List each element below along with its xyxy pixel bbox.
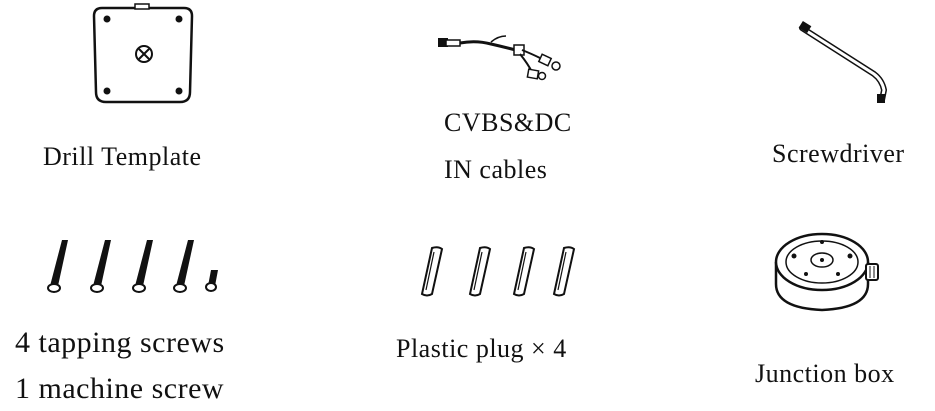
cvbs-dc-label-line2: IN cables xyxy=(444,155,548,184)
screwdriver-label: Screwdriver xyxy=(772,139,905,168)
screws-icon xyxy=(47,240,218,293)
machine-screw-icon xyxy=(205,270,218,292)
plastic-plug-label: Plastic plug × 4 xyxy=(396,334,567,363)
plastic-plug-icon xyxy=(420,246,576,297)
cvbs-dc-label-line1: CVBS&DC xyxy=(444,108,572,137)
cable-icon xyxy=(438,35,561,81)
junction-box-label: Junction box xyxy=(755,359,895,388)
hex-key-icon xyxy=(798,20,888,103)
tapping-screw-icon xyxy=(132,240,153,293)
screws-label-line2: 1 machine screw xyxy=(15,372,225,405)
junction-box-icon xyxy=(774,232,879,312)
tapping-screw-icon xyxy=(47,240,68,293)
tapping-screw-icon xyxy=(90,240,111,293)
screws-label-line1: 4 tapping screws xyxy=(15,326,225,359)
drill-template-icon xyxy=(92,3,194,104)
drill-template-label: Drill Template xyxy=(43,142,202,171)
tapping-screw-icon xyxy=(173,240,194,293)
